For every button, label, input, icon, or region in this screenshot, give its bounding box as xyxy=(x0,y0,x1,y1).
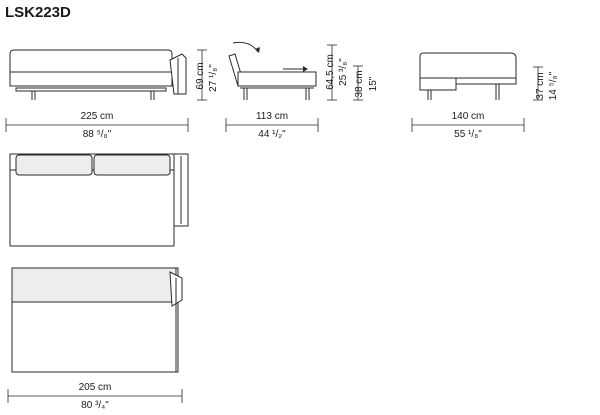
front-height-cm: 69 cm xyxy=(195,62,206,89)
front-width-cm: 225 cm xyxy=(81,111,114,122)
bed-top-length-in: 80 ³/₄" xyxy=(81,400,109,411)
side-back-height-in: 25 ³/₈" xyxy=(338,58,349,86)
bed-top-view: 205 cm 80 ³/₄" xyxy=(7,267,183,411)
bed-side-view: 140 cm 55 ¹/₈" 37 cm 14 ⁵/₈" xyxy=(411,52,559,140)
side-view: 113 cm 44 ¹/₂" 64,5 cm 25 ³/₈" 38 cm 15" xyxy=(225,41,379,140)
product-code: LSK223D xyxy=(5,4,71,21)
bed-height-cm: 37 cm xyxy=(535,72,546,99)
top-back-cushion-right xyxy=(93,154,171,176)
bed-top-mattress xyxy=(11,301,177,373)
top-back-cushion-left xyxy=(15,154,93,176)
side-depth-in: 44 ¹/₂" xyxy=(258,129,286,140)
side-seat-height-in: 15" xyxy=(368,76,379,91)
tilt-arrow xyxy=(232,41,259,53)
front-backrest xyxy=(9,49,173,73)
front-view: 225 cm 88 ⁵/₈" 69 cm 27 ¹/₈" xyxy=(5,49,219,140)
sofa-top-view xyxy=(9,153,189,247)
bed-depth-in: 55 ¹/₈" xyxy=(454,129,482,140)
bed-base xyxy=(419,77,457,91)
bed-mattress xyxy=(419,52,517,85)
side-seat-height-cm: 38 cm xyxy=(354,70,365,97)
front-seat xyxy=(9,71,173,87)
bed-top-length-cm: 205 cm xyxy=(79,382,112,393)
bed-depth-cm: 140 cm xyxy=(452,111,485,122)
side-back-height-cm: 64,5 cm xyxy=(325,54,336,90)
bed-top-back xyxy=(11,267,177,303)
front-frame xyxy=(15,87,167,92)
front-width-in: 88 ⁵/₈" xyxy=(83,129,112,140)
side-depth-cm: 113 cm xyxy=(256,111,288,122)
bed-height-in: 14 ⁵/₈" xyxy=(548,71,559,100)
side-seat xyxy=(237,71,317,87)
front-height-in: 27 ¹/₈" xyxy=(208,64,219,92)
